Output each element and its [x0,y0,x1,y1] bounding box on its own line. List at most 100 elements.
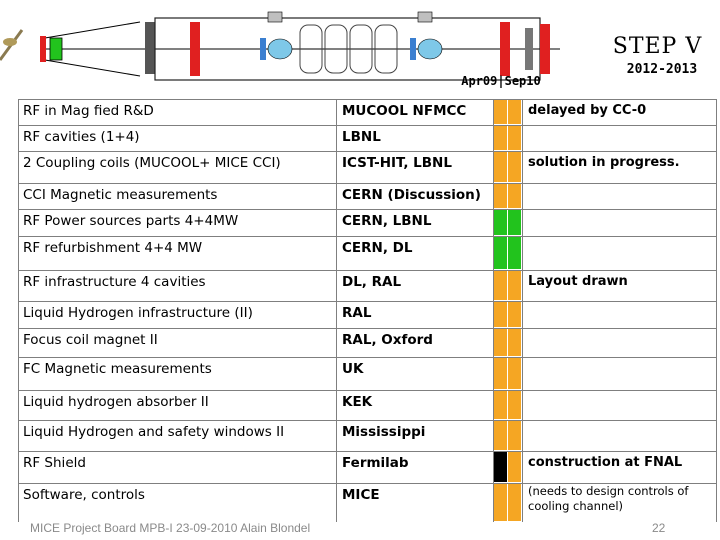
row-divider [18,357,717,358]
column-divider [336,99,337,522]
row-divider [18,483,717,484]
task-cell: RF cavities (1+4) [23,129,140,145]
date-label: Apr09|Sep10 [461,74,541,88]
row-divider [18,270,717,271]
task-cell: RF infrastructure 4 cavities [23,274,206,290]
row-divider [18,209,717,210]
row-divider [18,451,717,452]
lab-cell: RAL, Oxford [342,332,433,348]
status-indicator [494,237,507,269]
footer-text: MICE Project Board MPB-I 23-09-2010 Alai… [30,521,311,535]
task-cell: FC Magnetic measurements [23,361,212,377]
table-row: RF Power sources parts 4+4MW CERN, LBNL [18,209,717,236]
status-indicator [494,329,507,356]
status-indicator [494,184,507,208]
row-divider [18,301,717,302]
row-divider [18,420,717,421]
row-divider [18,390,717,391]
lab-cell: RAL [342,305,372,321]
task-cell: Liquid Hydrogen and safety windows II [23,424,285,440]
task-cell: Software, controls [23,487,145,503]
status-indicator [508,329,521,356]
row-divider [18,125,717,126]
rf-cavities [299,24,398,74]
note-cell: Layout drawn [528,274,628,289]
status-indicator [508,452,521,482]
table-row: RF infrastructure 4 cavities DL, RAL Layou… [18,270,717,301]
note-cell: solution in progress. [528,155,680,170]
blue-patch-left [260,38,266,60]
row-divider [18,236,717,237]
status-indicator [508,271,521,300]
marker-right [417,11,433,23]
table-row: Focus coil magnet II RAL, Oxford [18,328,717,357]
task-cell: CCI Magnetic measurements [23,187,218,203]
step-title: STEP V [612,34,703,59]
status-indicator [494,484,507,521]
task-cell: RF Power sources parts 4+4MW [23,213,239,229]
lab-cell: MICE [342,487,380,503]
table-row: CCI Magnetic measurements CERN (Discussio… [18,183,717,209]
status-indicator [494,126,507,150]
lab-cell: UK [342,361,364,377]
absorber-left [267,38,293,60]
task-cell: RF refurbishment 4+4 MW [23,240,203,256]
status-indicator [494,358,507,389]
red-detector [40,36,46,62]
table-row: RF cavities (1+4) LBNL [18,125,717,151]
status-indicator [508,484,521,521]
status-indicator [508,184,521,208]
row-divider [18,151,717,152]
table-row: Software, controls MICE (needs to design c… [18,483,717,522]
coil-right [500,22,510,76]
table-row: Liquid hydrogen absorber II KEK [18,390,717,420]
note-cell: (needs to design controls of cooling cha… [528,484,689,513]
column-divider [493,99,494,522]
status-indicator [494,210,507,235]
status-indicator [494,452,507,482]
lab-cell: CERN, LBNL [342,213,432,229]
beam-line-upper [44,21,141,39]
lab-cell: Fermilab [342,455,409,471]
column-divider [18,99,19,522]
status-indicator [508,421,521,450]
green-detector [49,37,63,61]
lab-cell: KEK [342,394,373,410]
lab-cell: DL, RAL [342,274,402,290]
coil-left [190,22,200,76]
step-years: 2012-2013 [626,62,698,77]
status-indicator [494,152,507,182]
lab-cell: MUCOOL NFMCC [342,103,467,119]
absorber-mid [417,38,443,60]
note-cell: delayed by CC-0 [528,103,647,118]
note-cell: construction at FNAL [528,455,683,470]
status-indicator [494,302,507,327]
status-indicator [508,126,521,150]
table-row: 2 Coupling coils (MUCOOL+ MICE CCI)ICST-… [18,151,717,183]
row-divider [18,183,717,184]
task-cell: 2 Coupling coils (MUCOOL+ MICE CCI) [23,155,281,171]
beamline-diagram [0,11,560,81]
task-cell: RF Shield [23,455,86,471]
status-indicator [494,421,507,450]
task-cell: Focus coil magnet II [23,332,158,348]
table-row: RF Shield Fermilab construction at FNAL [18,451,717,483]
lab-cell: CERN (Discussion) [342,187,481,203]
status-indicator [508,358,521,389]
right-detector-grey [525,28,533,70]
table-row: Liquid Hydrogen infrastructure (II) RAL [18,301,717,328]
marker-left [267,11,283,23]
row-divider [18,328,717,329]
beam-line-lower [44,59,141,77]
task-cell: Liquid Hydrogen infrastructure (II) [23,305,253,321]
status-indicator [494,100,507,124]
blue-patch-right [410,38,416,60]
task-cell: Liquid hydrogen absorber II [23,394,209,410]
column-divider [522,99,523,522]
lab-cell: LBNL [342,129,381,145]
status-indicator [508,152,521,182]
